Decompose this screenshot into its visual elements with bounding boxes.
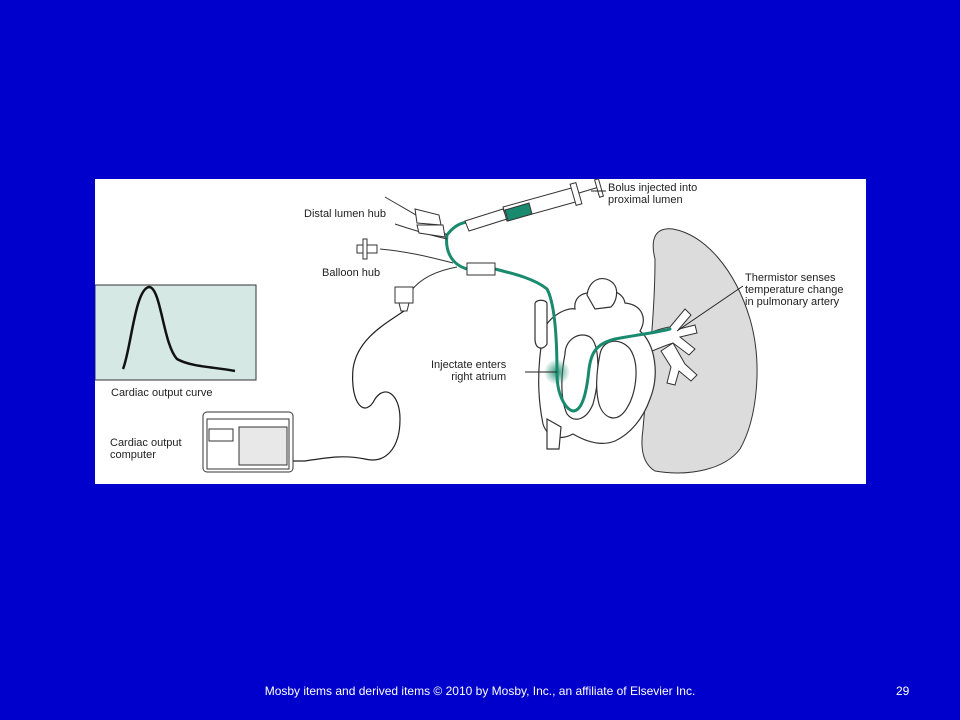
- syringe: [464, 179, 605, 232]
- cardiac-output-monitor: [95, 284, 257, 381]
- lung-shape: [641, 228, 758, 474]
- page-number: 29: [896, 684, 910, 698]
- label-cardiac-output-computer: Cardiac output computer: [110, 437, 182, 461]
- label-leaders: [525, 190, 744, 373]
- cardiac-output-diagram: Distal lumen hub Balloon hub Bolus injec…: [95, 179, 866, 484]
- label-injectate: Injectate enters right atrium: [431, 359, 507, 383]
- label-cardiac-output-curve: Cardiac output curve: [111, 387, 213, 399]
- computer-cable: [292, 310, 405, 462]
- label-distal-lumen-hub: Distal lumen hub: [304, 208, 386, 220]
- label-bolus: Bolus injected into proximal lumen: [608, 182, 698, 206]
- label-balloon-hub: Balloon hub: [322, 267, 381, 279]
- label-thermistor: Thermistor senses temperature change in …: [745, 272, 844, 308]
- cardiac-output-computer-device: [202, 411, 294, 473]
- heart-shape: [534, 278, 656, 450]
- copyright-footer: Mosby items and derived items © 2010 by …: [264, 684, 696, 698]
- diagram-illustration: [95, 179, 758, 474]
- catheter-hubs: [356, 196, 496, 312]
- cardiac-output-curve-line: [121, 285, 236, 373]
